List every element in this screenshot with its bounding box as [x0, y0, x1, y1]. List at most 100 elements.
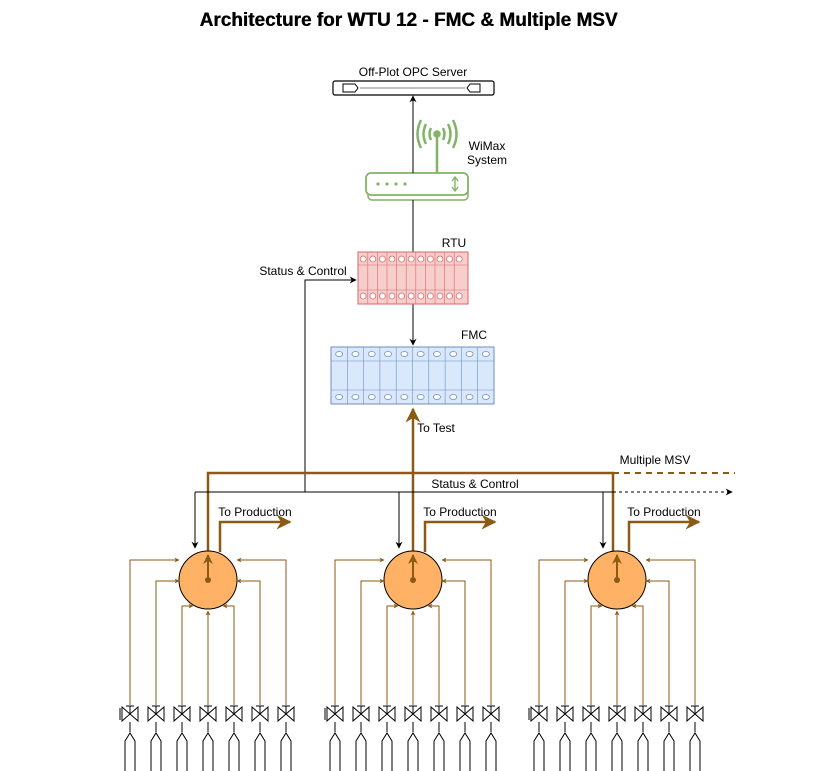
diagram-title: Architecture for WTU 12 - FMC & Multiple…: [199, 10, 618, 31]
msv-pivot: [410, 577, 416, 583]
well-head-icon: [611, 732, 623, 771]
rtu-terminal: [378, 292, 386, 300]
well-flowline: [129, 557, 180, 705]
well-flowline: [538, 557, 589, 705]
well-head-icon: [433, 732, 445, 771]
to-production-line: [218, 514, 292, 552]
fmc-terminal: [465, 351, 474, 357]
fmc-terminal: [433, 394, 441, 400]
fmc-terminal: [400, 394, 409, 400]
well-head-icon: [485, 732, 497, 771]
rtu-module: [357, 251, 469, 305]
well-flowline: [155, 578, 180, 705]
rtu-terminal: [446, 292, 454, 300]
opc-server-label: Off-Plot OPC Server: [359, 65, 467, 79]
well-head-icon: [533, 732, 545, 771]
well-head-icon: [585, 732, 597, 771]
test-header-line: [206, 471, 615, 575]
fmc-terminal: [465, 394, 474, 400]
well-flowline: [222, 603, 235, 705]
status-control-label-bus: Status & Control: [431, 477, 518, 491]
well-head-icon: [202, 732, 214, 771]
well-head-icon: [355, 732, 367, 771]
fmc-terminal: [335, 394, 344, 400]
rtu-terminal: [417, 255, 425, 263]
rtu-terminal: [417, 292, 425, 300]
well-head-icon: [150, 732, 162, 771]
fmc-terminal: [416, 351, 425, 357]
rtu-terminal: [455, 292, 463, 300]
fmc-terminal: [335, 351, 344, 357]
fmc-terminal: [449, 394, 458, 400]
well-flowline: [590, 603, 603, 705]
fmc-terminal: [433, 351, 441, 357]
fmc-terminal: [351, 351, 360, 357]
rtu-terminal: [446, 255, 454, 263]
wimax-antenna-icon: [416, 119, 458, 173]
opc-server: [332, 80, 495, 96]
msv-group-3: To Production: [528, 505, 704, 771]
to-production-line: [627, 514, 701, 552]
to-production-line: [423, 514, 497, 552]
fmc-module: [330, 346, 495, 405]
msv-pivot: [205, 577, 211, 583]
well-head-icon: [637, 732, 649, 771]
rtu-terminal: [378, 255, 386, 263]
rtu-terminal: [388, 255, 396, 263]
rtu-terminal: [436, 292, 444, 300]
fmc-terminal: [416, 394, 425, 400]
fmc-terminal: [400, 351, 409, 357]
well-flowline: [564, 578, 589, 705]
well-flowline: [645, 557, 696, 705]
rtu-terminal: [426, 255, 434, 263]
rtu-terminal: [398, 292, 406, 300]
status-control-link-rtu: [304, 276, 357, 492]
fmc-label: FMC: [461, 328, 487, 342]
well-head-icon: [663, 732, 675, 771]
to-production-label: To Production: [423, 505, 496, 519]
to-production-label: To Production: [627, 505, 700, 519]
rtu-terminal: [398, 255, 406, 263]
well-flowline: [181, 603, 194, 705]
to-production-label: To Production: [218, 505, 291, 519]
wimax-label-line1: WiMax: [469, 139, 506, 153]
well-head-icon: [381, 732, 393, 771]
msv-pivot: [614, 577, 620, 583]
rtu-terminal: [359, 292, 367, 300]
rtu-label: RTU: [442, 236, 466, 250]
wimax-router-icon: [365, 172, 469, 201]
fmc-terminal: [367, 351, 376, 357]
fmc-terminal: [384, 394, 392, 400]
well-flowline: [360, 578, 385, 705]
status-control-label-rtu: Status & Control: [259, 264, 346, 278]
well-head-icon: [280, 732, 292, 771]
rtu-terminal: [407, 292, 415, 300]
rtu-terminal: [359, 255, 367, 263]
fmc-terminal: [351, 394, 360, 400]
rtu-terminal: [455, 255, 463, 263]
well-flowline: [236, 578, 261, 705]
well-head-icon: [559, 732, 571, 771]
rtu-terminal: [388, 292, 396, 300]
well-head-icon: [329, 732, 341, 771]
rtu-terminal: [369, 292, 377, 300]
fmc-terminal: [384, 351, 392, 357]
multiple-msv-label: Multiple MSV: [620, 453, 691, 467]
well-flowline: [236, 557, 287, 705]
msv-group-1: To Production: [119, 505, 295, 771]
well-flowline: [645, 578, 670, 705]
well-flowline: [386, 603, 399, 705]
well-flowline: [441, 578, 466, 705]
rtu-terminal: [369, 255, 377, 263]
fmc-terminal: [481, 394, 490, 400]
rtu-terminal: [426, 292, 434, 300]
rtu-terminal: [436, 255, 444, 263]
well-flowline: [441, 557, 492, 705]
well-flowline: [631, 603, 644, 705]
fmc-terminal: [449, 351, 458, 357]
well-head-icon: [459, 732, 471, 771]
to-test-label: To Test: [417, 421, 455, 435]
fmc-terminal: [367, 394, 376, 400]
well-head-icon: [407, 732, 419, 771]
